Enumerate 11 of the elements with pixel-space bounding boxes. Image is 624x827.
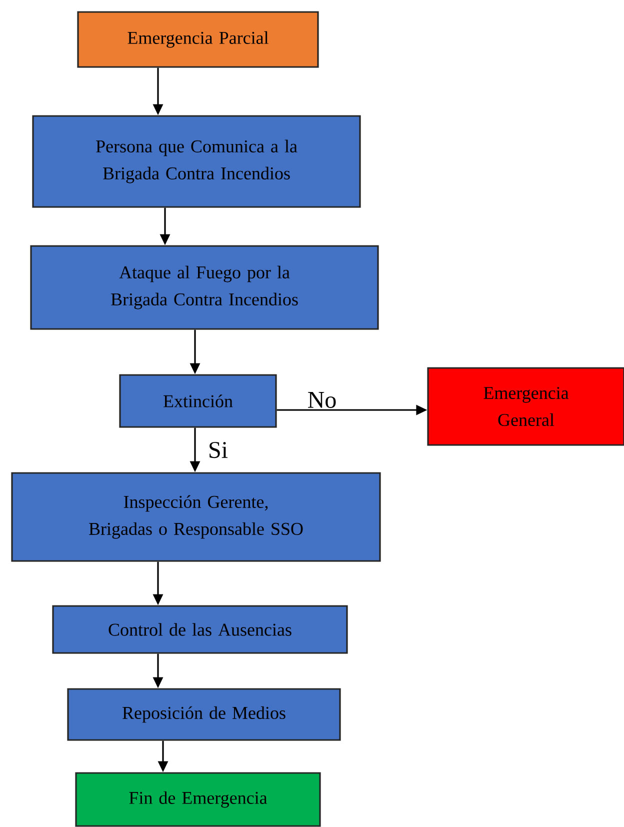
process-box: Persona que Comunica a la Brigada Contra Incendios	[32, 115, 361, 208]
edge-label: Si	[210, 442, 228, 458]
edge-label: No	[308, 392, 336, 408]
process-box: Emergencia General	[427, 367, 624, 446]
process-box: Inspección Gerente, Brigadas o Responsable SSO	[11, 472, 381, 562]
process-box: Reposición de Medios	[67, 688, 341, 741]
process-box: Control de las Ausencias	[52, 605, 348, 654]
process-box: Emergencia Parcial	[77, 11, 319, 68]
process-box: Ataque al Fuego por la Brigada Contra Incendios	[30, 245, 379, 330]
process-box: Fin de Emergencia	[75, 772, 321, 827]
process-box: Extinción	[119, 374, 277, 428]
